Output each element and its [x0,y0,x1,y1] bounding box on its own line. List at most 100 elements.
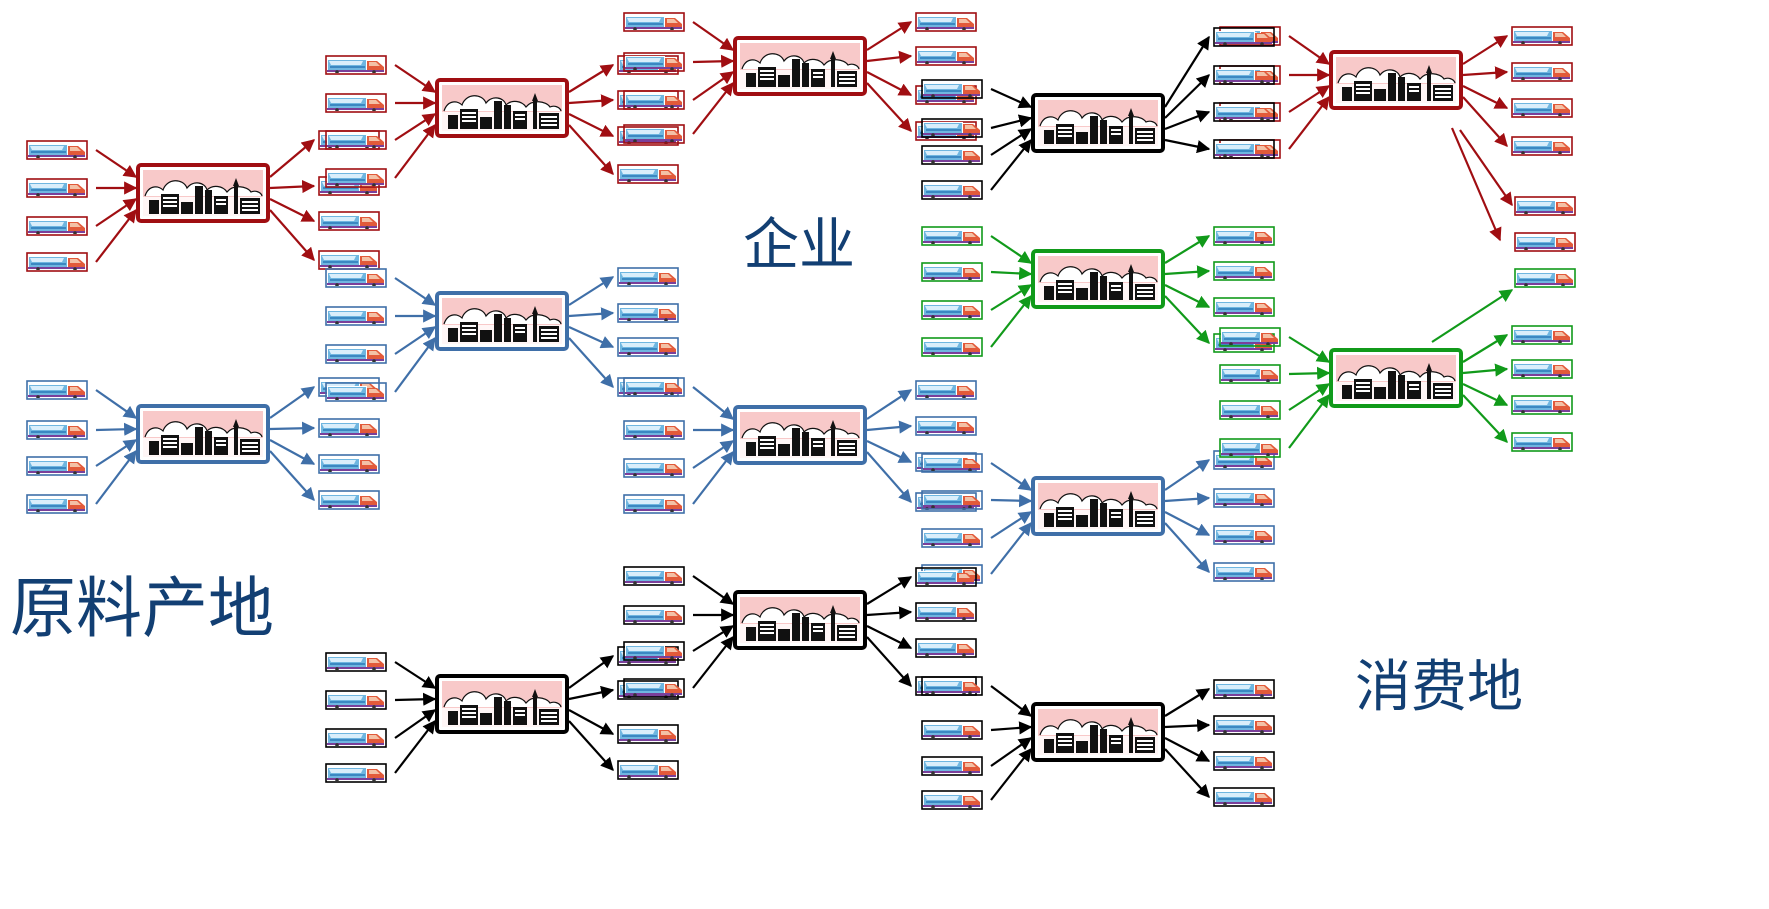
flow-arrow [1164,235,1211,264]
flow-arrow [1462,96,1508,147]
truck-icon [921,453,983,473]
truck-icon [1213,562,1275,582]
flow-arrow [1164,718,1211,733]
flow-arrow [692,575,735,605]
flow-arrow [1164,459,1211,491]
flow-arrow [1164,492,1211,506]
flow-arrow [269,421,316,435]
truck-icon [1213,226,1275,246]
flow-arrow [1288,95,1330,150]
flow-arrow [866,50,913,64]
flow-arrow [1164,138,1211,154]
flow-arrow [866,420,913,434]
flow-arrow [394,709,437,739]
flow-arrow [568,113,615,137]
flow-arrow [568,685,615,701]
flow-arrow [1462,35,1509,65]
flow-arrow [1288,393,1330,449]
flow-arrow [568,276,615,306]
flow-arrow [95,439,138,467]
flow-arrow [866,440,913,463]
flow-arrow [990,737,1033,767]
factory-icon [1031,93,1165,153]
factory-icon [733,36,867,96]
truck-icon [325,55,387,75]
flow-arrow [990,511,1033,539]
truck-icon [921,262,983,282]
flow-arrow [568,325,615,349]
truck-icon [318,250,380,270]
flow-arrow [269,439,316,465]
factory-icon [733,405,867,465]
truck-icon [26,380,88,400]
truck-icon [26,140,88,160]
truck-icon [1213,297,1275,317]
truck-icon [1219,364,1281,384]
truck-icon [921,226,983,246]
truck-icon [617,164,679,184]
flow-arrow [1288,366,1331,380]
flow-arrow [990,494,1033,508]
flow-arrow [394,719,436,774]
flow-arrow [394,326,437,355]
flow-arrow [866,71,913,96]
truck-icon [915,46,977,66]
flow-arrow [990,128,1033,156]
flow-arrow [990,747,1032,801]
flow-arrow [1462,394,1508,443]
flow-arrow [866,82,912,132]
flow-arrow [866,21,913,51]
truck-icon [921,720,983,740]
truck-icon [921,118,983,138]
truck-icon [1514,232,1576,252]
flow-arrow [95,422,138,436]
flow-arrow [1459,129,1513,207]
flow-arrow [1164,110,1211,131]
truck-icon [1213,525,1275,545]
flow-arrow [1462,383,1509,406]
truck-icon [26,252,88,272]
factory-icon [136,404,270,464]
truck-icon [325,268,387,288]
flow-arrow [692,450,734,505]
truck-icon [325,93,387,113]
flow-arrow [1164,295,1210,344]
flow-arrow [692,71,735,101]
flow-arrow [568,124,614,175]
flow-arrow [1462,66,1509,80]
flow-arrow [990,462,1033,491]
truck-icon [623,458,685,478]
flow-arrow [1164,511,1211,536]
truck-icon [1213,488,1275,508]
factory-group [136,36,1463,762]
flow-arrow [866,389,913,420]
factory-icon [1031,476,1165,536]
flow-arrow [1164,737,1211,762]
flow-arrow [1164,688,1211,717]
label-enterprise: 企业 [743,213,855,278]
flow-arrow [568,94,615,108]
truck-icon [26,420,88,440]
factory-icon [1031,702,1165,762]
flow-arrow [568,709,615,735]
flow-arrow [95,149,138,178]
truck-icon [617,760,679,780]
truck-icon [325,344,387,364]
truck-icon [623,420,685,440]
flow-arrow [866,451,912,503]
flow-arrow [866,625,913,649]
flow-arrow [568,720,614,771]
flow-arrow [1164,35,1210,108]
label-origin: 原料产地 [10,570,274,647]
flow-arrow [1164,265,1211,279]
flow-arrow [394,661,437,689]
truck-icon [915,12,977,32]
truck-icon [1213,715,1275,735]
truck-icon [921,337,983,357]
flow-arrow [269,179,316,194]
flow-arrow [990,294,1032,348]
flow-arrow [692,81,734,135]
flow-arrow [1164,522,1210,573]
truck-icon [921,756,983,776]
